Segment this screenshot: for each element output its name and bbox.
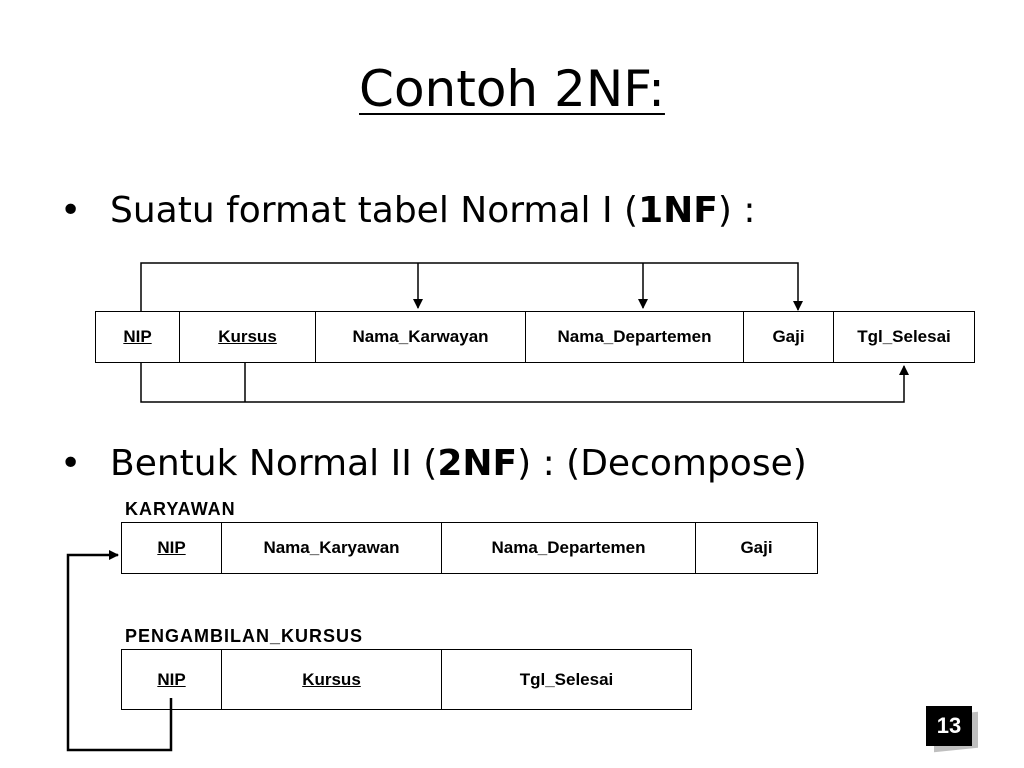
table-pengambilan-kursus-name: PENGAMBILAN_KURSUS bbox=[125, 626, 364, 646]
bullet-2nf-tail: ) : (Decompose) bbox=[517, 443, 807, 484]
pengambilan-col-kursus: Kursus bbox=[221, 649, 442, 710]
table-1nf-col-gaji: Gaji bbox=[743, 311, 834, 363]
table-1nf-col-nip: NIP bbox=[95, 311, 180, 363]
bullet-1nf: • Suatu format tabel Normal I (1NF) : bbox=[60, 190, 756, 231]
bullet-1nf-tail: ) : bbox=[717, 190, 756, 231]
pengambilan-col-tgl-selesai: Tgl_Selesai bbox=[441, 649, 692, 710]
bullet-2nf-bold: 2NF bbox=[437, 443, 518, 484]
dependency-nip-arrows bbox=[140, 262, 803, 311]
bullet-2nf-text: Bentuk Normal II ( bbox=[110, 443, 438, 484]
page-number: 13 bbox=[926, 706, 972, 746]
foreign-key-arrow bbox=[66, 550, 173, 752]
karyawan-col-nip: NIP bbox=[121, 522, 222, 574]
table-1nf-col-nama-departemen: Nama_Departemen bbox=[525, 311, 744, 363]
bullet-dot: • bbox=[60, 443, 82, 484]
bullet-2nf: • Bentuk Normal II (2NF) : (Decompose) bbox=[60, 443, 807, 484]
bullet-dot: • bbox=[60, 190, 82, 231]
table-1nf-col-kursus: Kursus bbox=[179, 311, 316, 363]
bullet-1nf-bold: 1NF bbox=[638, 190, 718, 231]
slide-title: Contoh 2NF: bbox=[359, 60, 665, 118]
table-pengambilan-kursus: NIP Kursus Tgl_Selesai bbox=[121, 649, 692, 710]
table-1nf: NIP Kursus Nama_Karwayan Nama_Departemen… bbox=[95, 311, 975, 363]
table-1nf-col-nama-karyawan: Nama_Karwayan bbox=[315, 311, 526, 363]
table-karyawan: NIP Nama_Karyawan Nama_Departemen Gaji bbox=[121, 522, 818, 574]
bullet-1nf-text: Suatu format tabel Normal I ( bbox=[110, 190, 639, 231]
karyawan-col-nama-karyawan: Nama_Karyawan bbox=[221, 522, 442, 574]
page-number-badge: 13 bbox=[926, 706, 978, 753]
karyawan-col-gaji: Gaji bbox=[695, 522, 818, 574]
table-karyawan-name: KARYAWAN bbox=[125, 499, 236, 519]
table-1nf-col-tgl-selesai: Tgl_Selesai bbox=[833, 311, 975, 363]
dependency-composite-arrow bbox=[140, 363, 909, 403]
